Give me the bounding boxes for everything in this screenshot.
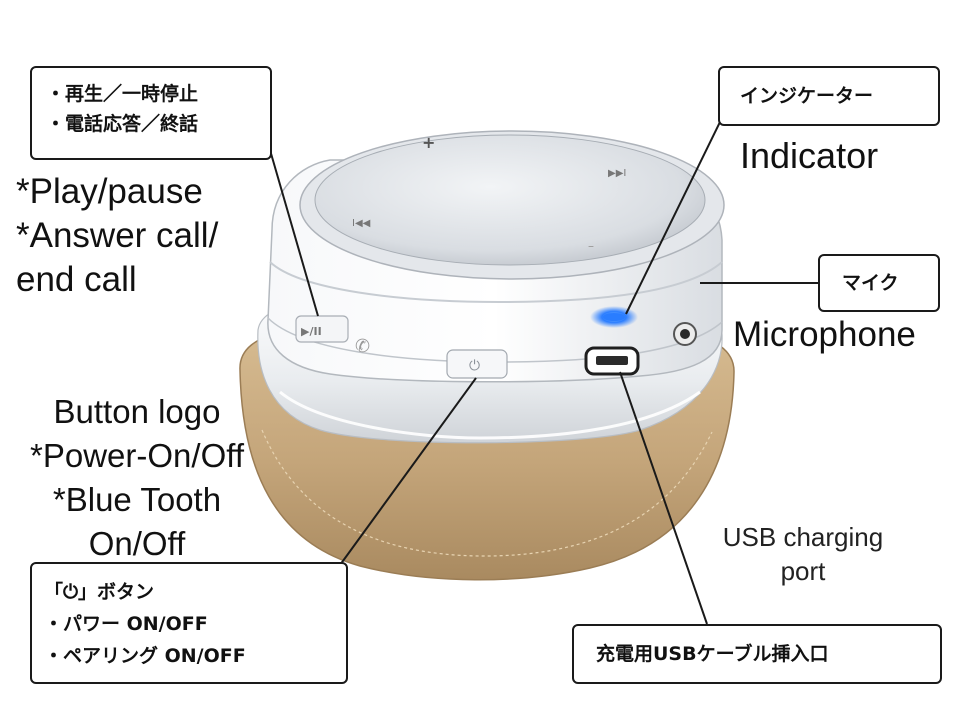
callout-play-pause-jp: ・再生／一時停止 ・電話応答／終話 — [30, 66, 272, 160]
label-line: Microphone — [733, 315, 916, 354]
play-pause-button[interactable] — [295, 315, 349, 343]
next-track-symbol: ▶▶I — [608, 168, 626, 179]
label-line: *Answer call/ — [16, 216, 219, 255]
callout-line: マイク — [842, 272, 899, 294]
label-line: *Blue Tooth — [52, 481, 222, 518]
label-line: port — [780, 556, 826, 586]
label-line: Indicator — [740, 135, 879, 176]
leader-line-power — [339, 377, 477, 566]
microphone-hole-center — [680, 329, 690, 339]
leader-line-play-pause — [269, 149, 319, 317]
label-line: On/Off — [88, 525, 186, 562]
phone-icon: ✆ — [355, 336, 370, 357]
label-usb-en: USB charging port — [700, 520, 906, 588]
play-pause-symbol: ▶/II — [301, 325, 322, 338]
callout-line: ・再生／一時停止 — [46, 83, 199, 105]
callout-line: ・電話応答／終話 — [46, 113, 199, 135]
ring-highlight — [279, 390, 701, 440]
label-line: *Power-On/Off — [30, 437, 244, 474]
callout-mic-jp: マイク — [818, 254, 940, 312]
callout-usb-jp: 充電用USBケーブル挿入口 — [572, 624, 942, 684]
label-line: *Play/pause — [16, 172, 203, 211]
callout-indicator-jp: インジケーター — [718, 66, 940, 126]
label-play-pause-en: *Play/pause *Answer call/ end call — [16, 170, 218, 302]
label-line: USB charging — [722, 522, 884, 552]
callout-line: インジケーター — [740, 85, 874, 107]
shell-chrome-band — [269, 261, 723, 304]
led-indicator — [603, 313, 625, 321]
callout-line: ・ペアリング ON/OFF — [44, 645, 246, 667]
label-line: Button logo — [53, 393, 221, 430]
leader-line-indicator — [625, 121, 721, 315]
previous-track-symbol: I◀◀ — [352, 218, 371, 229]
label-indicator-en: Indicator — [740, 134, 878, 178]
callout-line: 「⏻」ボタン — [44, 581, 155, 603]
callout-power-jp: 「⏻」ボタン ・パワー ON/OFF ・ペアリング ON/OFF — [30, 562, 348, 684]
label-microphone-en: Microphone — [733, 313, 916, 357]
power-icon: ⏻ — [469, 358, 480, 374]
power-button[interactable] — [446, 349, 508, 379]
volume-down-symbol: – — [588, 239, 594, 253]
volume-up-symbol: + — [422, 133, 435, 152]
label-button-logo-en: Button logo *Power-On/Off *Blue Tooth On… — [8, 390, 266, 566]
callout-line: ・パワー ON/OFF — [44, 613, 208, 635]
leader-line-usb — [619, 371, 708, 625]
control-disc[interactable] — [314, 134, 706, 266]
callout-line: 充電用USBケーブル挿入口 — [596, 643, 829, 665]
label-line: end call — [16, 260, 137, 299]
usb-port-slot — [596, 356, 628, 365]
